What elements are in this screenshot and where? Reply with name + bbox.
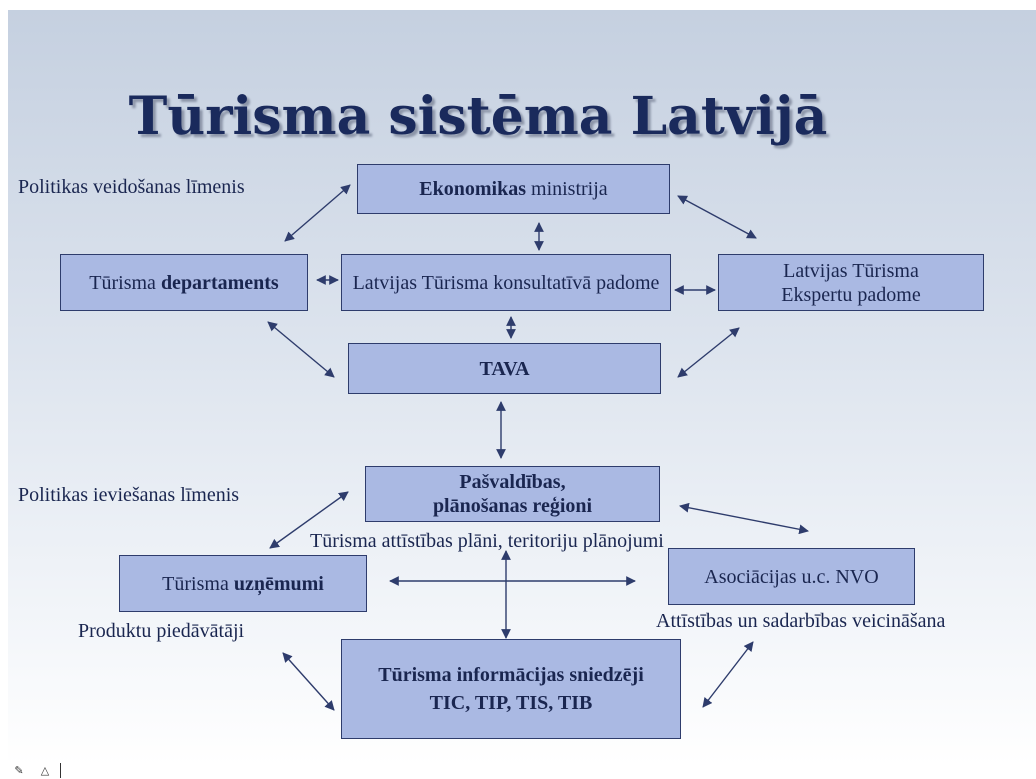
arrow-ministry-experts (677, 195, 757, 239)
box-ministry-rest: ministrija (526, 178, 608, 200)
box-experts-text: Latvijas Tūrisma Ekspertu padome (781, 259, 921, 306)
box-associations: Asociācijas u.c. NVO (668, 548, 915, 605)
label-policy-implementation: Politikas ieviešanas līmenis (18, 484, 240, 506)
label-product-providers: Produktu piedāvātāji (78, 620, 245, 642)
slide-title: Tūrisma sistēma Latvijā (128, 86, 828, 147)
box-municipalities-line1: Pašvaldības, (459, 471, 566, 493)
box-department: Tūrisma departaments (60, 254, 308, 311)
connector-arrows (267, 184, 809, 711)
box-information-providers: Tūrisma informācijas sniedzēji TIC, TIP,… (341, 639, 681, 739)
box-tava-text: TAVA (479, 357, 530, 380)
box-ministry-bold: Ekonomikas (419, 178, 527, 200)
box-associations-text: Asociācijas u.c. NVO (704, 565, 879, 588)
toolbar-divider (60, 763, 61, 778)
arrow-municipalities-associations (679, 502, 809, 535)
box-enterprises-bold: uzņēmumi (233, 572, 324, 595)
box-council-text: Latvijas Tūrisma konsultatīvā padome (352, 271, 660, 294)
box-enterprises: Tūrisma uzņēmumi (119, 555, 367, 612)
arrow-municipalities-enterprises (269, 491, 349, 549)
box-department-bold: departaments (160, 271, 279, 294)
arrow-ministry-department (284, 184, 351, 242)
box-ministry: Ekonomikas ministrija (357, 164, 670, 214)
label-development-plans: Tūrisma attīstības plāni, teritoriju plā… (310, 530, 664, 552)
box-info-line1: Tūrisma informācijas sniedzēji (378, 664, 644, 686)
pen-icon[interactable]: ✎ (14, 765, 24, 777)
slide: Tūrisma sistēma Latvijā Politikas veidoš… (8, 10, 1036, 765)
triangle-up-icon[interactable]: △ (40, 765, 50, 777)
box-department-prefix: Tūrisma (89, 271, 161, 294)
box-municipalities-line2: plānošanas reģioni (432, 495, 593, 517)
box-experts: Latvijas Tūrisma Ekspertu padome (718, 254, 984, 311)
box-info-line2: TIC, TIP, TIS, TIB (429, 692, 593, 714)
box-tava: TAVA (348, 343, 661, 394)
slideshow-control-bar: ✎ △ (8, 762, 61, 779)
box-enterprises-prefix: Tūrisma (162, 572, 234, 595)
arrow-experts-tava (677, 327, 740, 378)
label-policy-making: Politikas veidošanas līmenis (18, 176, 245, 198)
arrow-enterprises-info (282, 652, 335, 711)
arrow-department-tava (267, 321, 335, 378)
arrow-associations-info (702, 641, 754, 708)
box-council: Latvijas Tūrisma konsultatīvā padome (341, 254, 671, 311)
label-development-cooperation: Attīstības un sadarbības veicināšana (656, 610, 946, 632)
box-municipalities: Pašvaldības, plānošanas reģioni (365, 466, 660, 522)
